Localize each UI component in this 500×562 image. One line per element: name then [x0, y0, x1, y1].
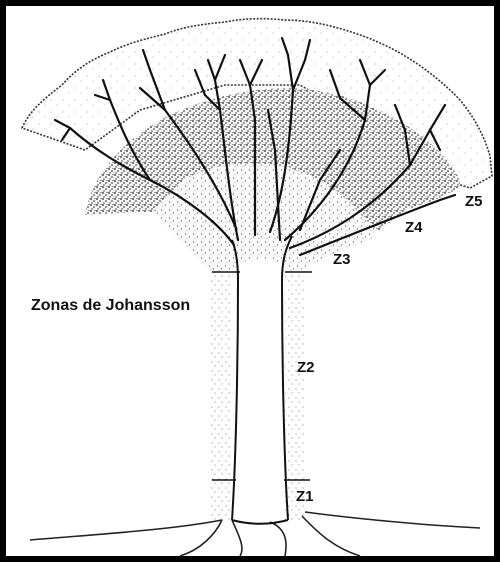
- trunk: [232, 236, 292, 524]
- zone-label-z5: Z5: [465, 194, 483, 209]
- roots: [30, 512, 480, 556]
- zone-label-z1: Z1: [296, 489, 314, 504]
- diagram-title: Zonas de Johansson: [31, 297, 190, 315]
- zone-label-z3: Z3: [333, 252, 351, 267]
- zone-label-z4: Z4: [405, 220, 423, 235]
- zone-label-z2: Z2: [297, 360, 315, 375]
- trunk-shading: [210, 272, 305, 520]
